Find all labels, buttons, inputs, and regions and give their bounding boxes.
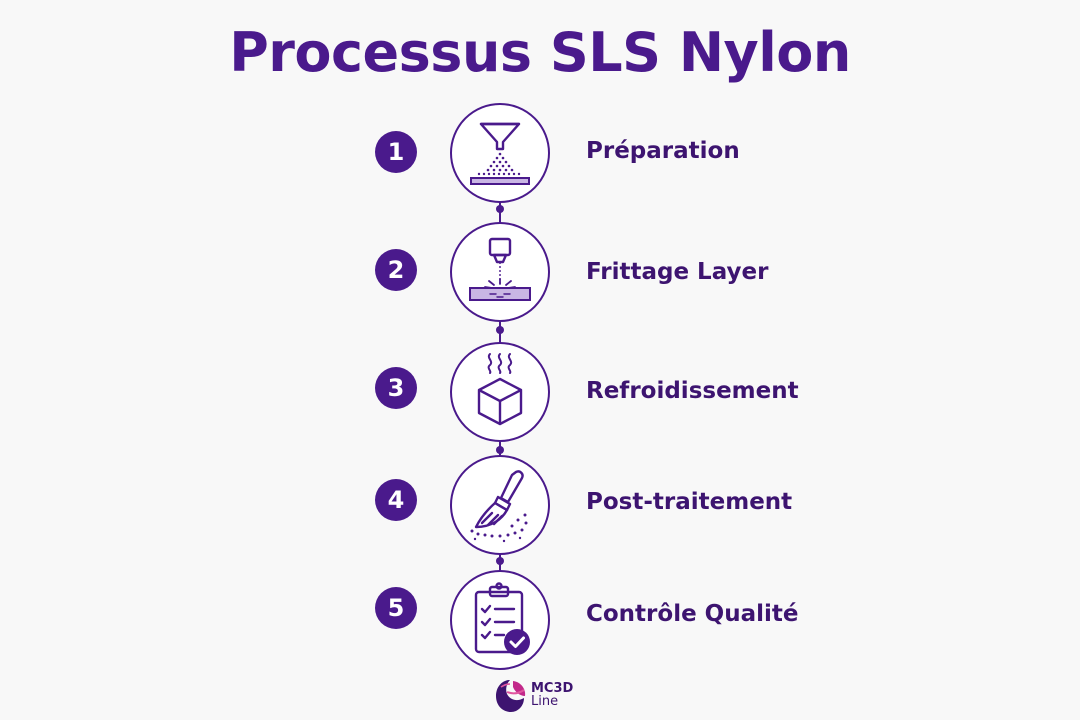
step-label: Contrôle Qualité: [586, 601, 799, 627]
powder-hopper-icon: [470, 122, 530, 185]
step-number-badge: 2: [375, 249, 417, 291]
step-connector: [496, 194, 504, 224]
logo-mark-icon: [496, 680, 526, 712]
logo-text-secondary: Line: [531, 694, 559, 709]
logo-text-primary: MC3D: [531, 681, 574, 696]
step-label: Post-traitement: [586, 489, 793, 515]
step-number-badge: 1: [375, 131, 417, 173]
step-label: Préparation: [586, 138, 740, 164]
step-icon-circle: [450, 103, 550, 203]
connector-dot: [496, 446, 504, 454]
step-icon-circle: [450, 222, 550, 322]
page-title: Processus SLS Nylon: [229, 21, 851, 84]
connector-dot: [496, 326, 504, 334]
brush-cleaning-icon: [470, 470, 528, 543]
step-connector: [496, 314, 504, 344]
step-label: Refroidissement: [586, 378, 799, 404]
step-icon-circle: [450, 570, 550, 670]
brand-logo: MC3D Line: [493, 676, 593, 716]
clipboard-check-icon: [474, 582, 530, 655]
step-connector: [496, 434, 504, 464]
step-number-badge: 3: [375, 367, 417, 409]
step-icon-circle: [450, 455, 550, 555]
step-number-badge: 4: [375, 479, 417, 521]
connector-dot: [496, 557, 504, 565]
step-label: Frittage Layer: [586, 259, 769, 285]
step-icon-circle: [450, 342, 550, 442]
step-connector: [496, 548, 504, 574]
laser-sintering-icon: [469, 237, 531, 301]
step-number-badge: 5: [375, 587, 417, 629]
cooling-cube-icon: [477, 353, 523, 426]
connector-dot: [496, 205, 504, 213]
